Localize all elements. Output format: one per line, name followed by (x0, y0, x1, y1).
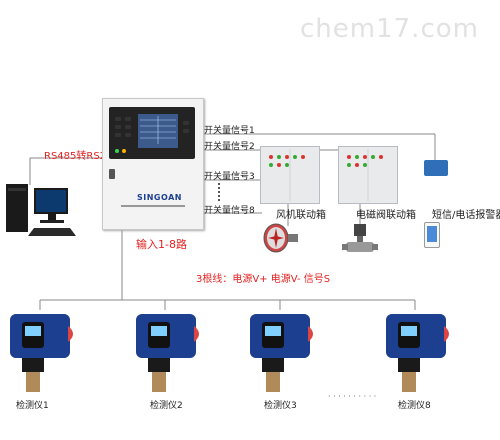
key-lock-icon (109, 169, 115, 179)
input-channels-label: 输入1-8路 (136, 238, 187, 251)
brand-subline (121, 205, 185, 207)
controller-key[interactable] (115, 125, 121, 129)
watermark: chem17.com (300, 14, 479, 44)
detector (246, 308, 316, 396)
controller-key[interactable] (183, 129, 189, 133)
detector-ellipsis: · · · · · · · · · · (328, 392, 377, 401)
wire-label: 3根线：电源V+ 电源V- 信号S (196, 274, 331, 285)
sms-alarm-device (424, 160, 448, 176)
alarm-label: 短信/电话报警器 (432, 210, 500, 221)
port-label: RS485转RS232 (44, 151, 119, 162)
switch-signal-label: 开关量信号1 (204, 126, 255, 136)
controller-key[interactable] (125, 133, 131, 137)
detector-label: 检测仪2 (150, 401, 183, 411)
detector-label: 检测仪1 (16, 401, 49, 411)
controller-screen (137, 113, 179, 149)
controller-panel: SINGOAN (102, 98, 204, 230)
valve-linkage-cabinet (338, 146, 398, 204)
detector (132, 308, 202, 396)
computer-icon (4, 184, 84, 244)
controller-key[interactable] (125, 125, 131, 129)
detector (382, 308, 452, 396)
controller-key[interactable] (115, 133, 121, 137)
signal-ellipsis (218, 183, 222, 201)
controller-key[interactable] (115, 117, 121, 121)
detector (6, 308, 76, 396)
mobile-phone-icon (424, 222, 440, 248)
detector-label: 检测仪8 (398, 401, 431, 411)
fan-box-label: 风机联动箱 (276, 210, 326, 221)
detector-label: 检测仪3 (264, 401, 297, 411)
solenoid-valve-icon (340, 222, 380, 256)
controller-key[interactable] (183, 121, 189, 125)
fault-led (122, 149, 126, 153)
power-led (115, 149, 119, 153)
switch-signal-label: 开关量信号8 (204, 206, 255, 216)
fan-linkage-cabinet (260, 146, 320, 204)
controller-face (109, 107, 195, 159)
switch-signal-label: 开关量信号3 (204, 172, 255, 182)
brand-logo: SINGOAN (137, 193, 182, 202)
controller-key[interactable] (125, 117, 131, 121)
valve-box-label: 电磁阀联动箱 (356, 210, 416, 221)
fan-icon (260, 222, 300, 254)
switch-signal-label: 开关量信号2 (204, 142, 255, 152)
